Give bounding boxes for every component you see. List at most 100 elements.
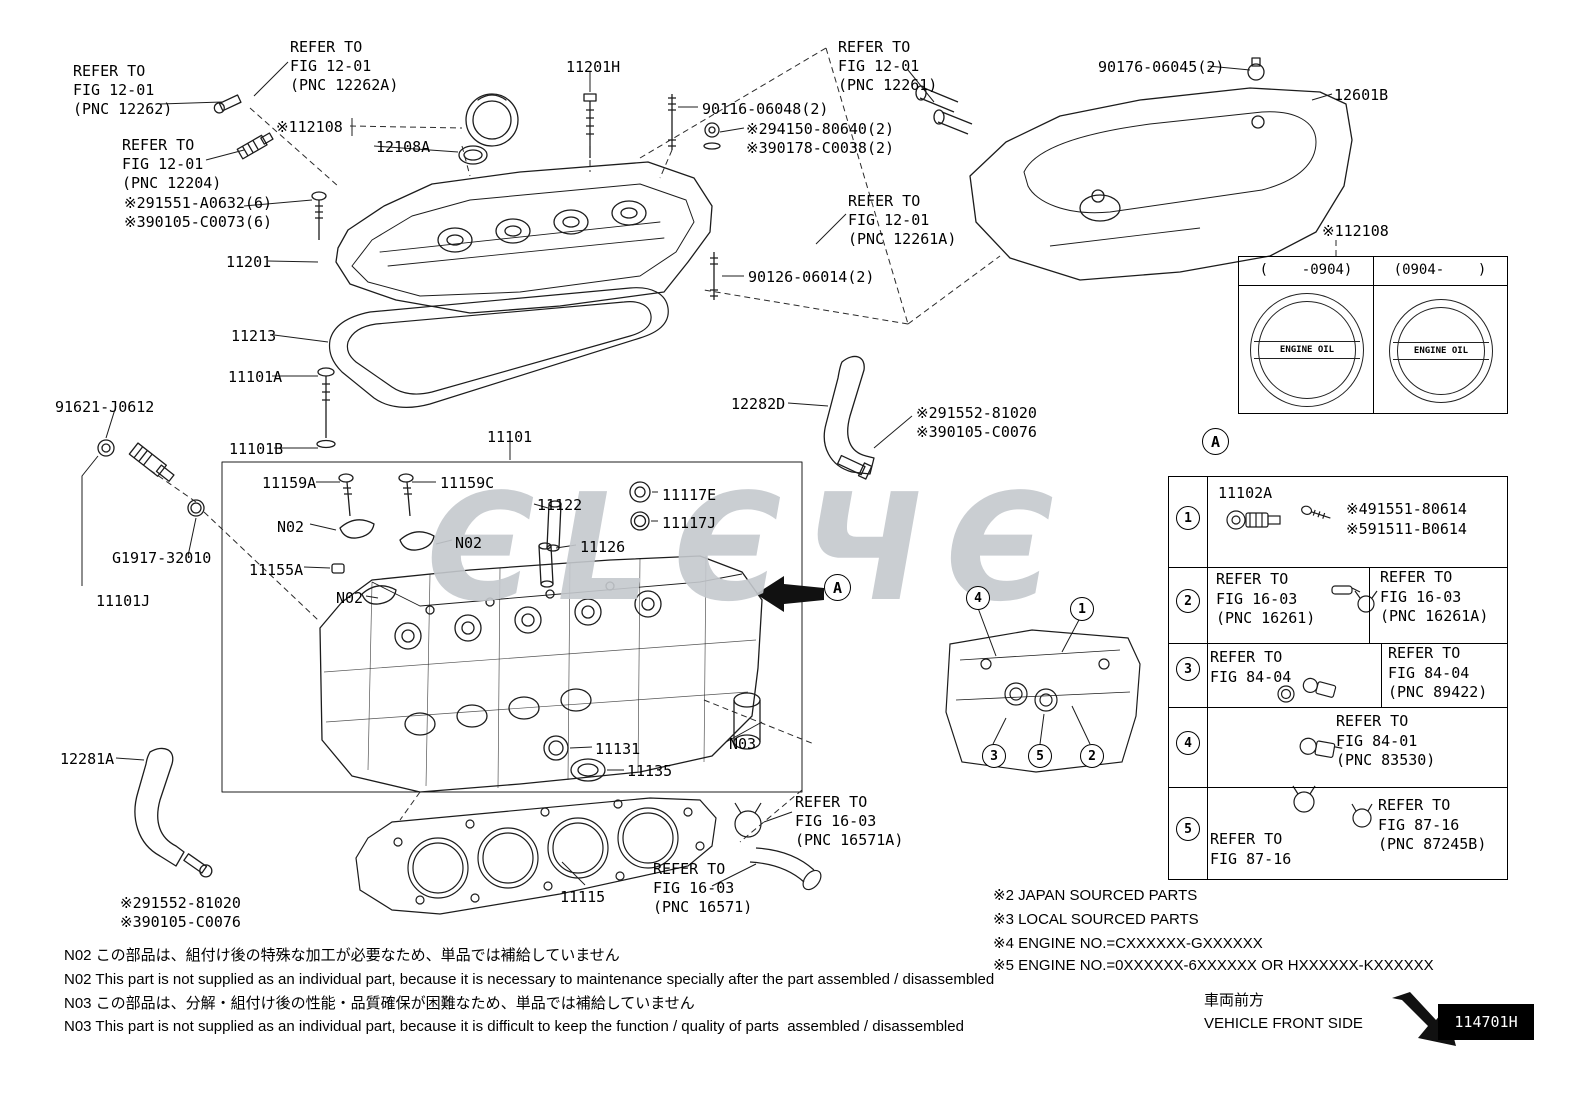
table-divider	[1369, 567, 1370, 643]
cap-col-header-early: ( -0904)	[1259, 262, 1353, 278]
figure-number-badge: 114701H	[1438, 1004, 1534, 1040]
part-label-11135: 11135	[627, 762, 673, 780]
table-divider	[1169, 643, 1507, 644]
part-label-11101b: 11101B	[229, 440, 284, 458]
table-divider	[1169, 567, 1507, 568]
part-label-11101j: 11101J	[96, 592, 151, 610]
callout-a: A	[824, 574, 851, 601]
part-label-11117e: 11117E	[662, 486, 717, 504]
cylinder-head-drawing	[221, 461, 803, 793]
table-divider	[1373, 257, 1374, 413]
part-label-11159c: 11159C	[440, 474, 495, 492]
table-cell: REFER TO FIG 84-01 (PNC 83530)	[1336, 712, 1436, 769]
construction-lines	[149, 47, 1337, 843]
direction-arrow	[756, 576, 824, 612]
block-callout: 1	[1070, 597, 1094, 621]
part-label-11155a: 11155A	[249, 561, 304, 579]
refer-label: REFER TO FIG 12-01 (PNC 12262A)	[290, 38, 399, 95]
part-label-12108a: 12108A	[376, 138, 431, 156]
source-note: ※2 JAPAN SOURCED PARTS	[993, 887, 1198, 904]
part-label-11159a: 11159A	[262, 474, 317, 492]
table-divider	[1207, 477, 1208, 879]
oil-cap-text: ENGINE OIL	[1254, 341, 1360, 359]
part-label-291552b: ※291552-81020 ※390105-C0076	[120, 894, 241, 932]
oil-cap-early: ENGINE OIL	[1250, 293, 1364, 407]
part-label-91621: 91621-J0612	[55, 398, 155, 416]
refer-label: REFER TO FIG 12-01 (PNC 12261A)	[848, 192, 957, 249]
part-label-94150: ※294150-80640(2) ※390178-C0038(2)	[746, 120, 895, 158]
oil-cap-ring	[1397, 307, 1485, 395]
head-gasket-drawing	[355, 797, 822, 915]
bottom-note: N02 この部品は、組付け後の特殊な加工が必要なため、単品では補給していません	[64, 947, 620, 964]
refer-label: REFER TO FIG 12-01 (PNC 12262)	[73, 62, 173, 119]
refer-label: REFER TO FIG 12-01 (PNC 12261)	[838, 38, 938, 95]
block-callout: 2	[1080, 744, 1104, 768]
refer-label: REFER TO FIG 16-03 (PNC 16571)	[653, 860, 753, 917]
part-label-291552: ※291552-81020 ※390105-C0076	[916, 404, 1037, 442]
table-cell: REFER TO FIG 84-04 (PNC 89422)	[1388, 644, 1488, 701]
vehicle-front-en: VEHICLE FRONT SIDE	[1204, 1015, 1363, 1032]
table-row-number: 1	[1176, 506, 1200, 530]
part-label-11201: 11201	[226, 253, 272, 271]
part-label-90176: 90176-06045(2)	[1098, 58, 1225, 76]
part-label-11213: 11213	[231, 327, 277, 345]
refer-label: REFER TO FIG 12-01 (PNC 12204)	[122, 136, 222, 193]
source-note: ※3 LOCAL SOURCED PARTS	[993, 911, 1199, 928]
part-label-12601b: 12601B	[1334, 86, 1389, 104]
parts-reference-table	[1168, 476, 1508, 880]
part-label-11101: 11101	[487, 428, 533, 446]
table-cell: REFER TO FIG 16-03 (PNC 16261)	[1216, 570, 1316, 627]
part-label-12281a: 12281A	[60, 750, 115, 768]
source-note: ※4 ENGINE NO.=CXXXXXX-GXXXXXX	[993, 935, 1263, 952]
part-label-90126: 90126-06014(2)	[748, 268, 875, 286]
part-label-11201h: 11201H	[566, 58, 621, 76]
note-label-n03: N03	[729, 735, 757, 753]
source-note: ※5 ENGINE NO.=0XXXXXX-6XXXXXX OR HXXXXXX…	[993, 957, 1434, 974]
bottom-note: N03 This part is not supplied as an indi…	[64, 1018, 964, 1035]
table-divider	[1169, 707, 1507, 708]
fasteners-drawing	[97, 93, 875, 878]
leader-lines	[81, 61, 1333, 887]
refer-label: REFER TO FIG 16-03 (PNC 16571A)	[795, 793, 904, 850]
cap-col-header-late: (0904- )	[1393, 262, 1487, 278]
note-label-n02: N02	[277, 518, 305, 536]
table-divider	[1169, 787, 1507, 788]
oil-cap-ring	[1258, 301, 1356, 399]
table-row-number: 2	[1176, 589, 1200, 613]
oil-cap-late: ENGINE OIL	[1389, 299, 1493, 403]
part-label-12108: ※112108	[276, 118, 343, 136]
part-label-91551: ※291551-A0632(6) ※390105-C0073(6)	[124, 194, 273, 232]
valve-cover-drawing	[335, 93, 713, 314]
figure-number: 114701H	[1454, 1013, 1518, 1031]
table-cell: REFER TO FIG 87-16	[1210, 830, 1292, 868]
engine-cover-drawing	[915, 57, 1353, 281]
part-label-g1917: G1917-32010	[112, 549, 212, 567]
block-callout: 3	[982, 744, 1006, 768]
table-cell: REFER TO FIG 84-04	[1210, 648, 1292, 686]
part-label-11122: 11122	[537, 496, 583, 514]
vehicle-front-jp: 車両前方	[1204, 992, 1265, 1009]
oil-cap-text: ENGINE OIL	[1393, 342, 1489, 360]
part-label-90116: 90116-06048(2)	[702, 100, 829, 118]
table-divider	[1239, 285, 1507, 286]
callout-a: A	[1202, 428, 1229, 455]
table-cell-part: 11102A	[1218, 484, 1273, 502]
table-row-number: 3	[1176, 657, 1200, 681]
bottom-note: N03 この部品は、分解・組付け後の性能・品質確保が困難なため、単品では補給して…	[64, 995, 695, 1012]
table-divider	[1381, 643, 1382, 707]
note-label-n02: N02	[336, 589, 364, 607]
part-label-11117j: 11117J	[662, 514, 717, 532]
block-callout: 5	[1028, 744, 1052, 768]
oil-cap-table: ( -0904) (0904- ) ENGINE OIL ENGINE OIL	[1238, 256, 1508, 414]
table-cell: REFER TO FIG 16-03 (PNC 16261A)	[1380, 568, 1489, 625]
part-label-11101a: 11101A	[228, 368, 283, 386]
note-label-n02: N02	[455, 534, 483, 552]
part-label-11115: 11115	[560, 888, 606, 906]
table-cell: REFER TO FIG 87-16 (PNC 87245B)	[1378, 796, 1487, 853]
table-row-number: 5	[1176, 817, 1200, 841]
cover-gasket-drawing	[328, 287, 669, 408]
block-callout: 4	[966, 586, 990, 610]
reference-block-drawing	[945, 607, 1141, 773]
